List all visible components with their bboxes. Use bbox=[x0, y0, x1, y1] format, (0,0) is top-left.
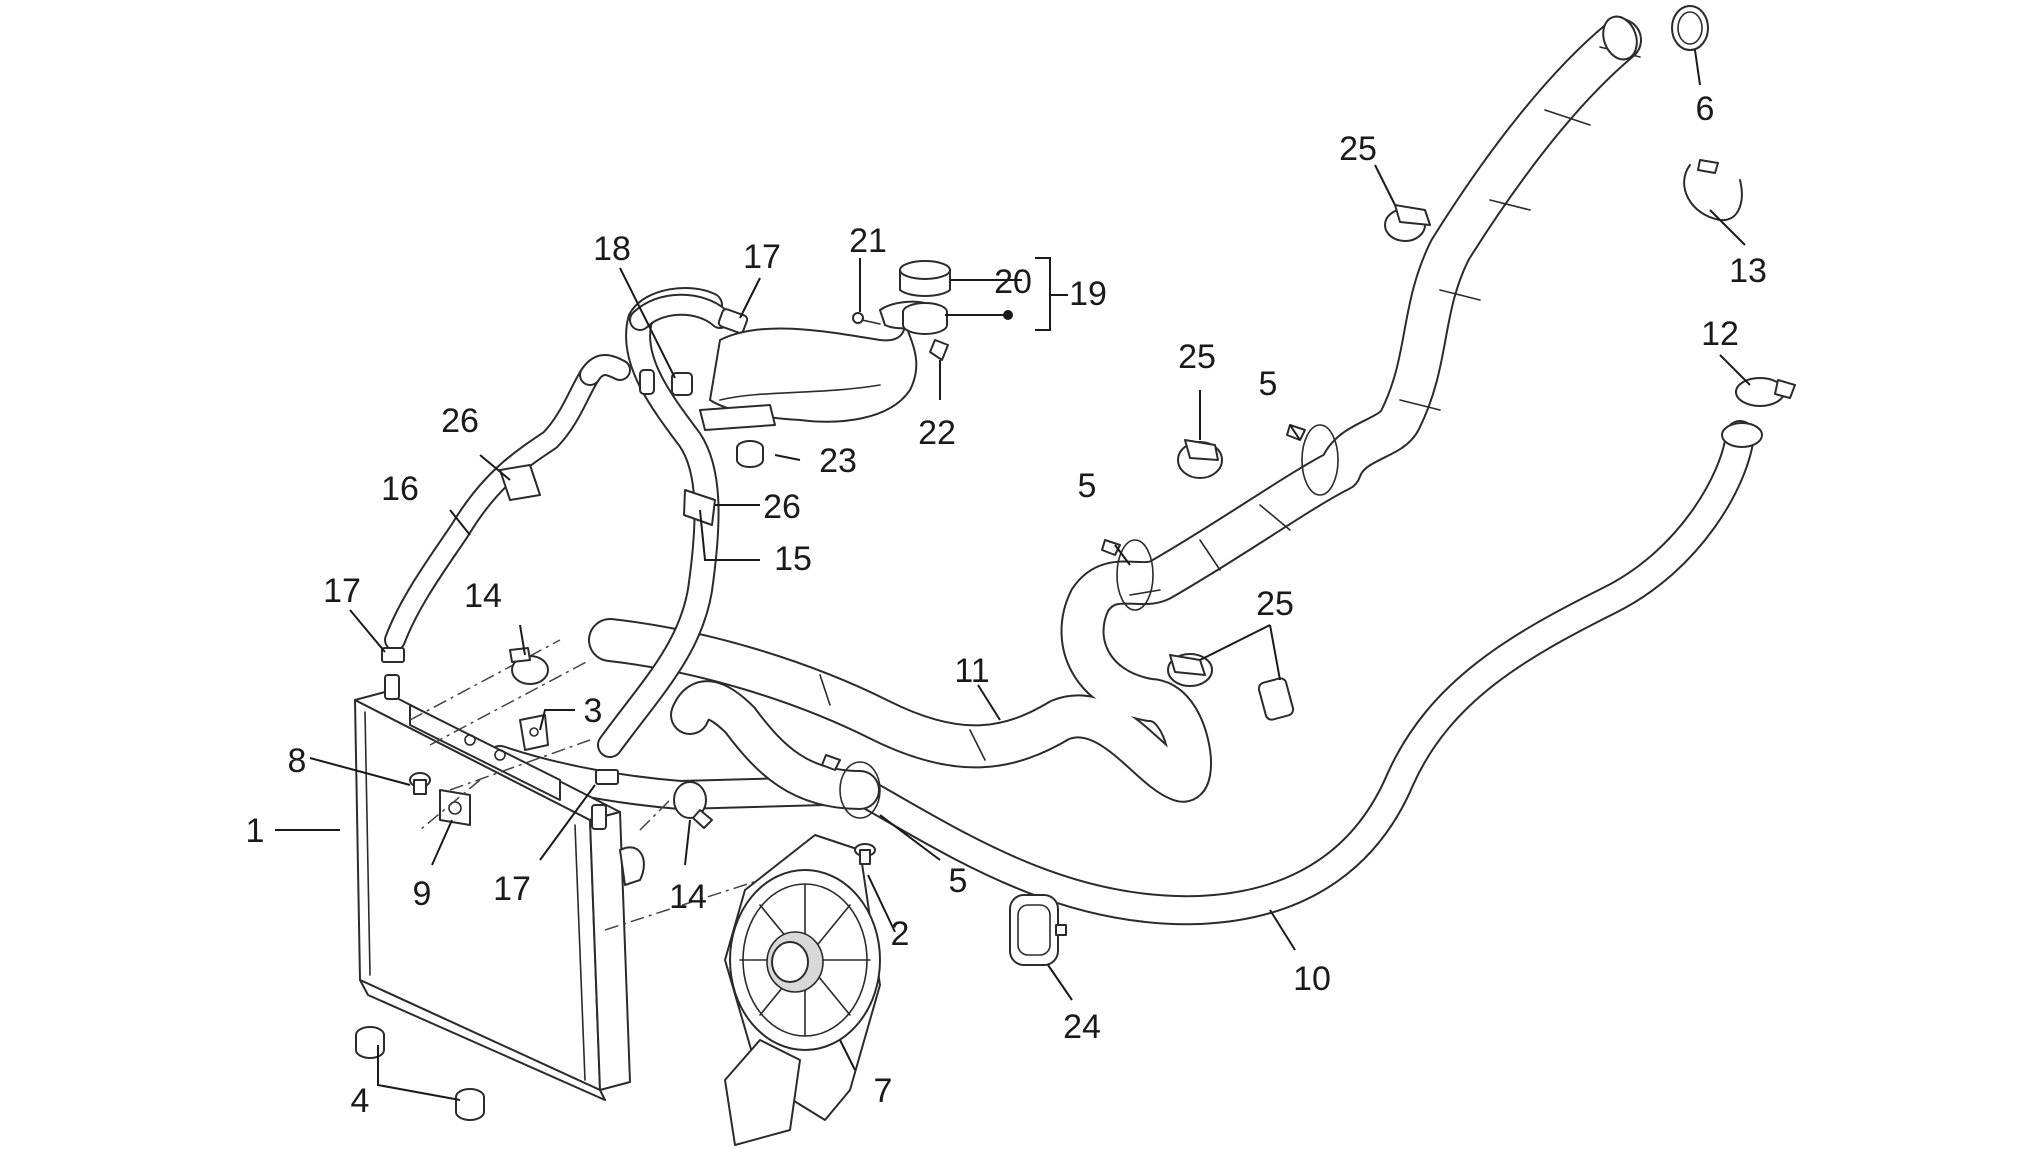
callout-26: 26 bbox=[441, 402, 479, 440]
hose-connector bbox=[639, 369, 655, 395]
callout-25: 25 bbox=[1339, 130, 1377, 168]
hose-end-sleeve bbox=[1602, 15, 1763, 448]
callout-13: 13 bbox=[1729, 252, 1767, 290]
callout-18: 18 bbox=[593, 230, 631, 268]
hose-clamp bbox=[673, 781, 713, 829]
callout-15: 15 bbox=[774, 540, 812, 578]
callout-19: 19 bbox=[1069, 275, 1107, 313]
screw bbox=[409, 772, 431, 795]
hose-clamp bbox=[1101, 539, 1154, 611]
callout-12: 12 bbox=[1701, 315, 1739, 353]
callout-2: 2 bbox=[891, 915, 910, 953]
leader-lines bbox=[275, 49, 1751, 1101]
callout-25: 25 bbox=[1256, 585, 1294, 623]
callout-16: 16 bbox=[381, 470, 419, 508]
screw bbox=[854, 843, 876, 865]
callout-17: 17 bbox=[323, 572, 361, 610]
rubber-grommet bbox=[455, 1088, 485, 1121]
screw-clamp bbox=[1167, 653, 1213, 687]
callout-17: 17 bbox=[493, 870, 531, 908]
callout-10: 10 bbox=[1293, 960, 1331, 998]
cable-clip bbox=[683, 489, 716, 526]
hose-connector bbox=[671, 372, 693, 396]
callout-3: 3 bbox=[584, 692, 603, 730]
callout-17: 17 bbox=[743, 238, 781, 276]
callout-8: 8 bbox=[288, 742, 307, 780]
rubber-grommet bbox=[736, 440, 764, 468]
callout-26: 26 bbox=[763, 488, 801, 526]
filler-neck bbox=[902, 302, 948, 335]
callout-25: 25 bbox=[1178, 338, 1216, 376]
hose-clamp bbox=[1735, 377, 1796, 407]
radiator bbox=[354, 674, 645, 1101]
hose-lower-elbow bbox=[670, 680, 880, 810]
callout-9: 9 bbox=[413, 875, 432, 913]
callout-7: 7 bbox=[874, 1072, 893, 1110]
screw bbox=[852, 312, 881, 325]
cable-clip bbox=[499, 464, 541, 501]
assembly-lines bbox=[409, 639, 761, 931]
callout-23: 23 bbox=[819, 442, 857, 480]
callout-21: 21 bbox=[849, 222, 887, 260]
callout-22: 22 bbox=[918, 414, 956, 452]
cooling-fan bbox=[724, 834, 881, 1146]
callout-5: 5 bbox=[949, 862, 968, 900]
callout-5: 5 bbox=[1259, 365, 1278, 403]
callout-5: 5 bbox=[1078, 467, 1097, 505]
small-clip bbox=[929, 339, 949, 361]
hose-clip bbox=[381, 647, 405, 663]
callout-14: 14 bbox=[669, 878, 707, 916]
screw-clamp bbox=[1257, 677, 1295, 721]
hose-clip bbox=[595, 769, 619, 785]
callout-11: 11 bbox=[954, 652, 989, 690]
hose-clamp bbox=[821, 754, 881, 819]
callout-4: 4 bbox=[351, 1082, 370, 1120]
callout-24: 24 bbox=[1063, 1008, 1101, 1046]
screw-clamp bbox=[1384, 204, 1431, 242]
callout-20: 20 bbox=[994, 263, 1032, 301]
filler-cap bbox=[899, 260, 951, 297]
callout-14: 14 bbox=[464, 577, 502, 615]
hose-clamp bbox=[1683, 159, 1743, 222]
hose-top-connector bbox=[579, 293, 731, 386]
screw-clamp bbox=[1177, 439, 1223, 479]
hose-11 bbox=[588, 18, 1642, 803]
air-duct-seal bbox=[1009, 894, 1067, 966]
rubber-grommet bbox=[355, 1026, 385, 1059]
nut-clip bbox=[439, 789, 471, 826]
expansion-tank bbox=[699, 300, 936, 431]
callout-6: 6 bbox=[1696, 90, 1715, 128]
hose-16 bbox=[384, 364, 601, 651]
mounting-bracket bbox=[519, 714, 549, 751]
hose-clamp bbox=[509, 647, 549, 685]
hose-connector bbox=[717, 308, 749, 334]
hose-clamp bbox=[1671, 5, 1709, 51]
callout-1: 1 bbox=[246, 812, 265, 850]
